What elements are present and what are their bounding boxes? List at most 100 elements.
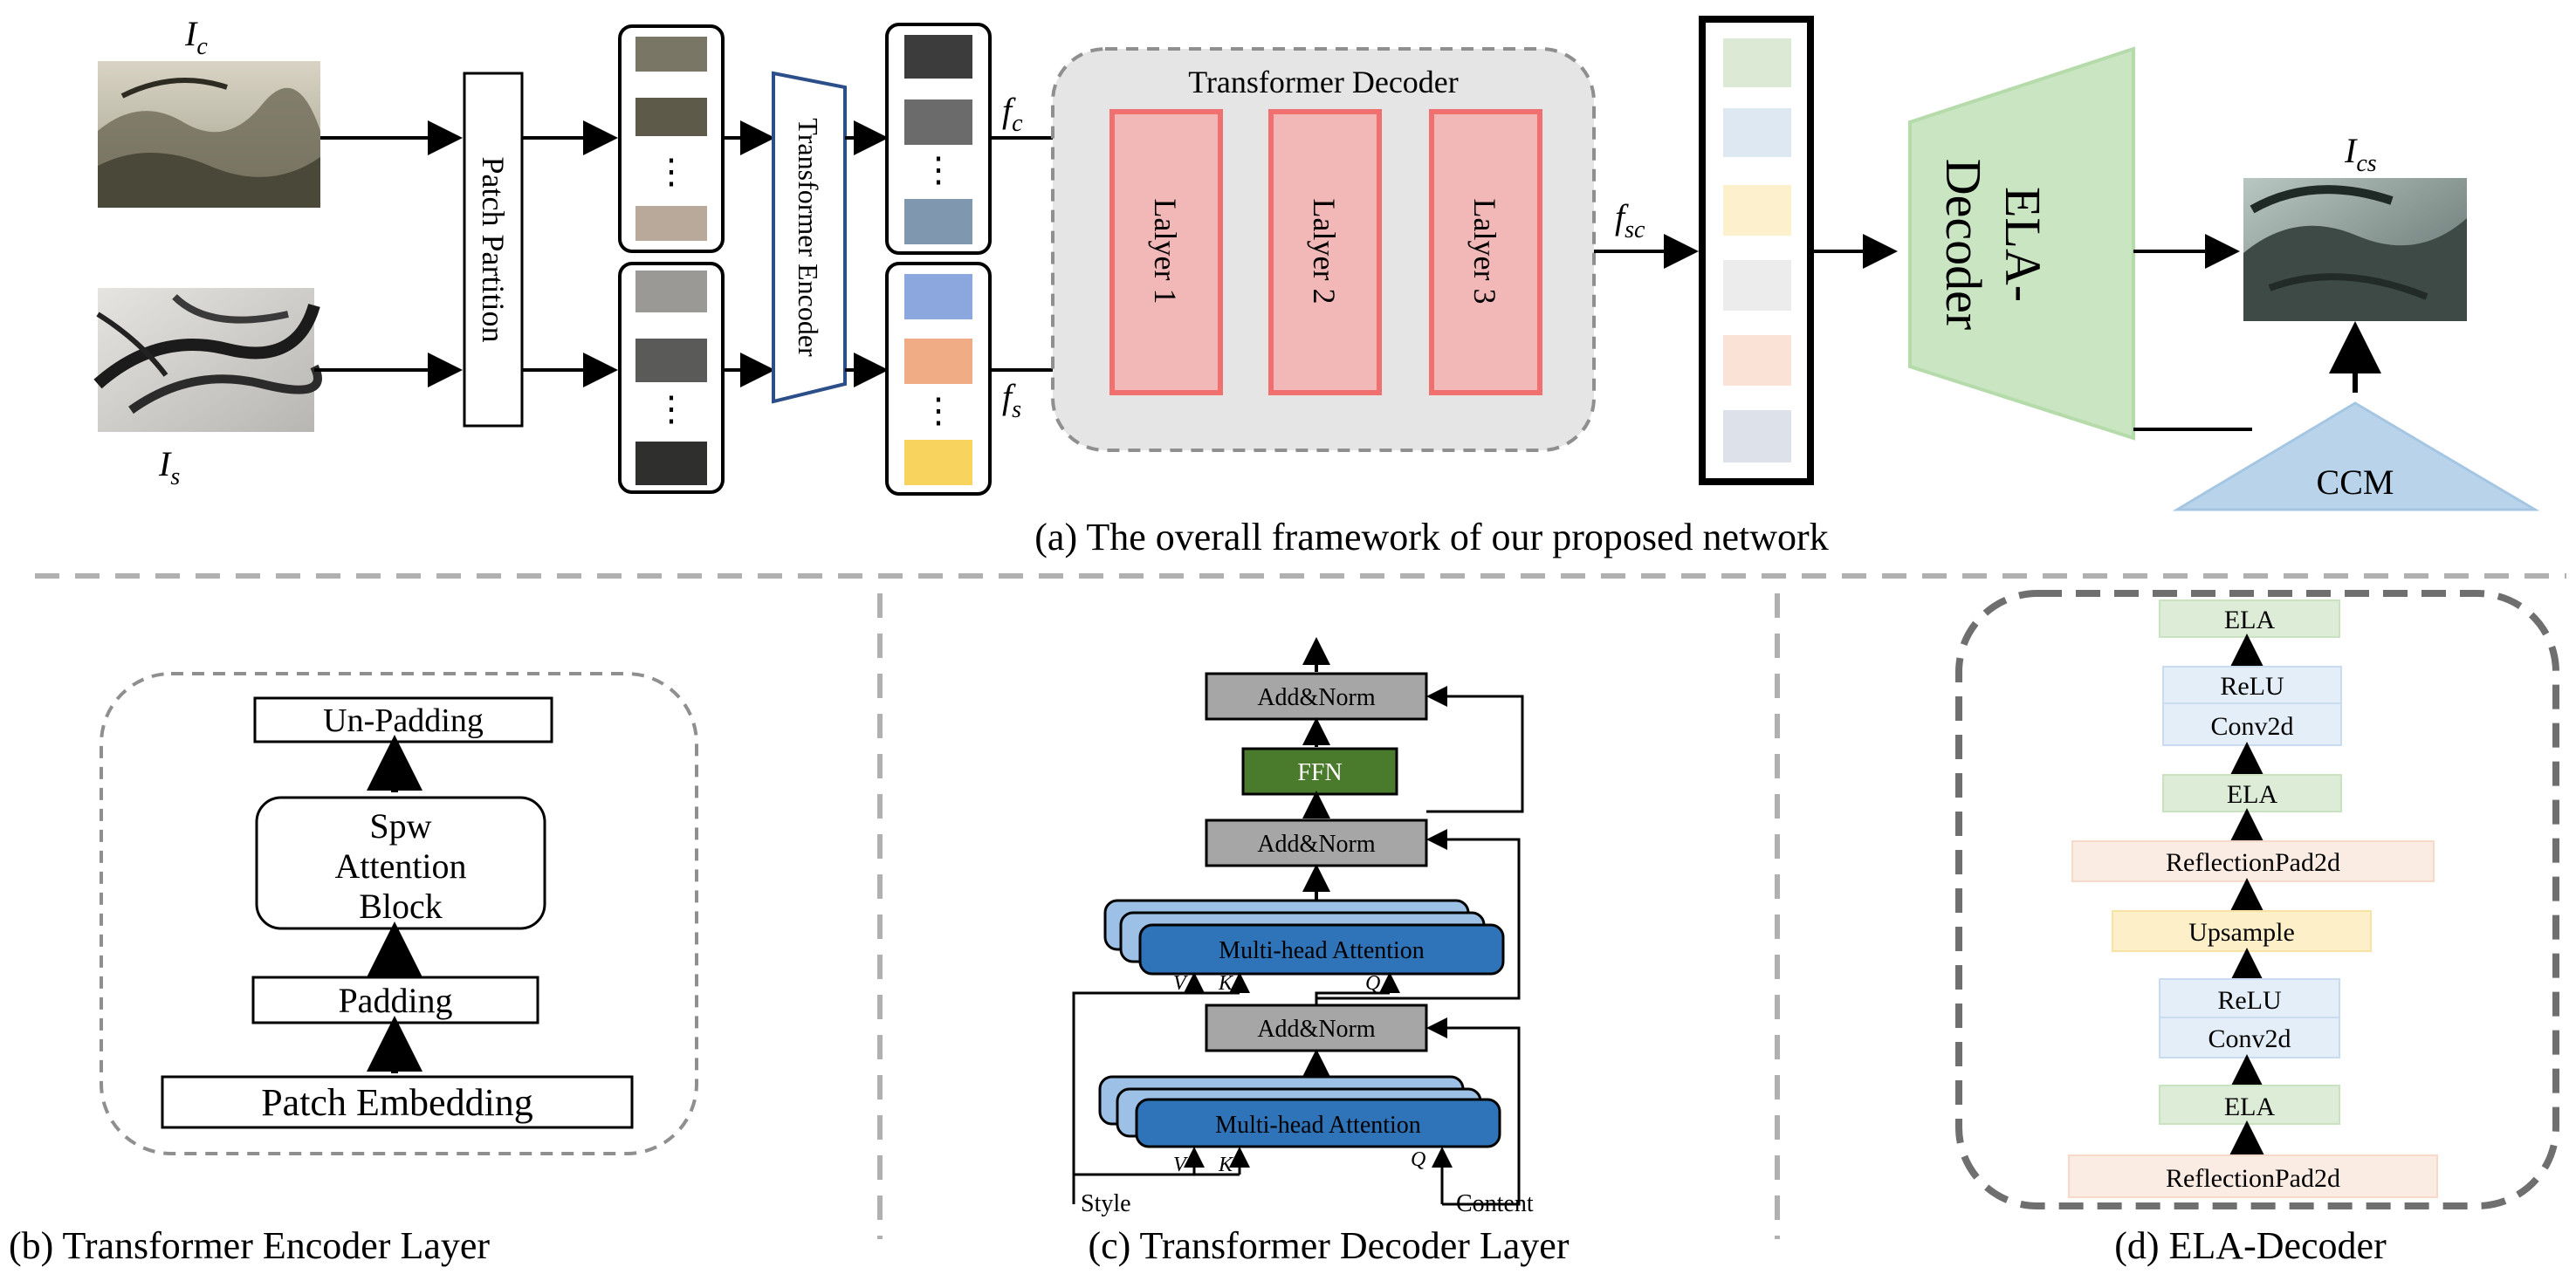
d-conv-box-2 [2162,702,2342,746]
content-image [98,61,320,208]
v-label-2: V [1173,972,1188,995]
spw-label-line1: Spw [369,806,431,846]
style-token-ellipsis: ⋮ [921,391,956,430]
decoder-layer-2: Lalyer 2 [1268,109,1382,395]
fused-token [1723,38,1791,87]
mha-box-2 [1138,923,1505,976]
decoder-layer-3-label: Lalyer 3 [1467,199,1502,305]
v-label-1: V [1173,1154,1188,1176]
d-ela-box-2 [2162,774,2342,812]
add-norm-label-1: Add&Norm [1257,1016,1376,1043]
style-token [904,274,972,319]
d-reflection-label-1: ReflectionPad2d [2166,1164,2340,1193]
style-label: Style [1081,1190,1131,1217]
caption-a: (a) The overall framework of our propose… [1034,516,1828,558]
output-image [2243,178,2467,321]
style-patch-ellipsis: ⋮ [654,389,689,428]
caption-d: (d) ELA-Decoder [2114,1224,2387,1267]
d-relu-label-2: ReLU [2220,672,2284,701]
fs-label: fs [1002,377,1021,423]
spw-label-line2: Attention [334,846,466,886]
mha-box-1 [1135,1098,1501,1148]
encoder-layer-container [100,672,698,1155]
fused-token [1723,185,1791,236]
fc-label: fc [1002,91,1023,137]
q-feed-line [1315,991,1390,1007]
d-conv-box-1 [2159,1017,2340,1058]
d-relu-box-1 [2159,978,2340,1018]
d-reflection-box-1 [2068,1154,2438,1198]
panel-d: ELA ReLU Conv2d ELA ReflectionPad2d Upsa… [1955,590,2559,1267]
d-upsample-label: Upsample [2188,918,2295,947]
is-label: Is [158,444,180,490]
decoder-layer-3: Lalyer 3 [1429,109,1542,395]
style-image [93,288,322,432]
k-label-1: K [1218,1154,1234,1176]
style-token [904,440,972,485]
fsc-label: fsc [1615,197,1645,243]
transformer-encoder-label: Transformer Encoder [793,118,824,357]
patch-embedding-label: Patch Embedding [261,1081,533,1124]
spw-label-line3: Block [359,887,443,926]
d-ela-label-1: ELA [2224,1093,2276,1121]
transformer-encoder-shape [772,71,847,404]
ic-label: Ic [184,14,208,60]
patch-embedding-box [161,1075,634,1129]
content-token [904,99,972,145]
patch-partition-label: Patch Partition [476,157,511,343]
ics-label: Ics [2344,131,2377,177]
d-ela-box-1 [2159,1085,2340,1125]
add-norm-label-2: Add&Norm [1257,831,1376,858]
ela-decoder-container [1955,590,2559,1209]
content-token [904,35,972,79]
content-patch-ellipsis: ⋮ [654,152,689,191]
padding-label: Padding [338,981,452,1020]
add-norm-label-3: Add&Norm [1257,684,1376,711]
style-token-stack [885,262,992,496]
residual-mha2 [1316,829,1521,1000]
unpadding-box [253,696,553,743]
d-conv-label-2: Conv2d [2210,712,2293,741]
panel-b: Un-Padding Spw Attention Block Padding P… [9,672,698,1267]
d-ela-label-2: ELA [2227,780,2278,809]
d-reflection-box-2 [2071,840,2435,882]
d-conv-label-1: Conv2d [2208,1024,2291,1053]
caption-b: (b) Transformer Encoder Layer [9,1224,490,1267]
unpadding-label: Un-Padding [323,702,484,739]
ffn-label: FFN [1297,759,1342,786]
style-feed-line [1072,991,1240,1204]
content-token [904,199,972,244]
decoder-layer-1: Lalyer 1 [1109,109,1223,395]
decoder-layer-1-label: Lalyer 1 [1148,199,1183,305]
add-norm-box-2 [1205,819,1428,867]
d-reflection-label-2: ReflectionPad2d [2166,848,2340,877]
mha-label-1: Multi-head Attention [1215,1112,1421,1139]
d-ela-label-3: ELA [2224,606,2276,634]
ela-decoder-label-line1: ELA- [1995,187,2051,302]
transformer-decoder-title: Transformer Decoder [1188,65,1459,99]
caption-c: (c) Transformer Decoder Layer [1089,1224,1570,1267]
decoder-layer-2-label: Lalyer 2 [1307,199,1342,305]
content-token-ellipsis: ⋮ [921,150,956,189]
content-label: Content [1456,1190,1534,1217]
residual-mha1 [1426,1017,1521,1206]
d-relu-label-1: ReLU [2217,986,2282,1015]
ela-decoder-shape [1908,46,2135,441]
mha-label-2: Multi-head Attention [1219,937,1425,964]
ccm-label: CCM [2317,462,2394,502]
residual-ffn [1426,686,1524,813]
fused-token [1723,335,1791,386]
q-label-2: Q [1365,972,1380,995]
style-token [904,339,972,384]
ccm-shape [2172,401,2540,511]
panel-a: Ic Is Patch Partition ⋮ [93,14,2540,558]
fused-token [1723,410,1791,462]
ffn-box [1241,747,1398,796]
k-label-2: K [1218,972,1234,995]
panel-c: Add&Norm FFN Add&Norm Multi-head Attenti… [1072,637,1570,1267]
fused-token [1723,260,1791,311]
ela-decoder-label-line2: Decoder [1935,159,1992,330]
fused-token-column [1699,16,1814,485]
content-patch-stack [618,24,725,253]
